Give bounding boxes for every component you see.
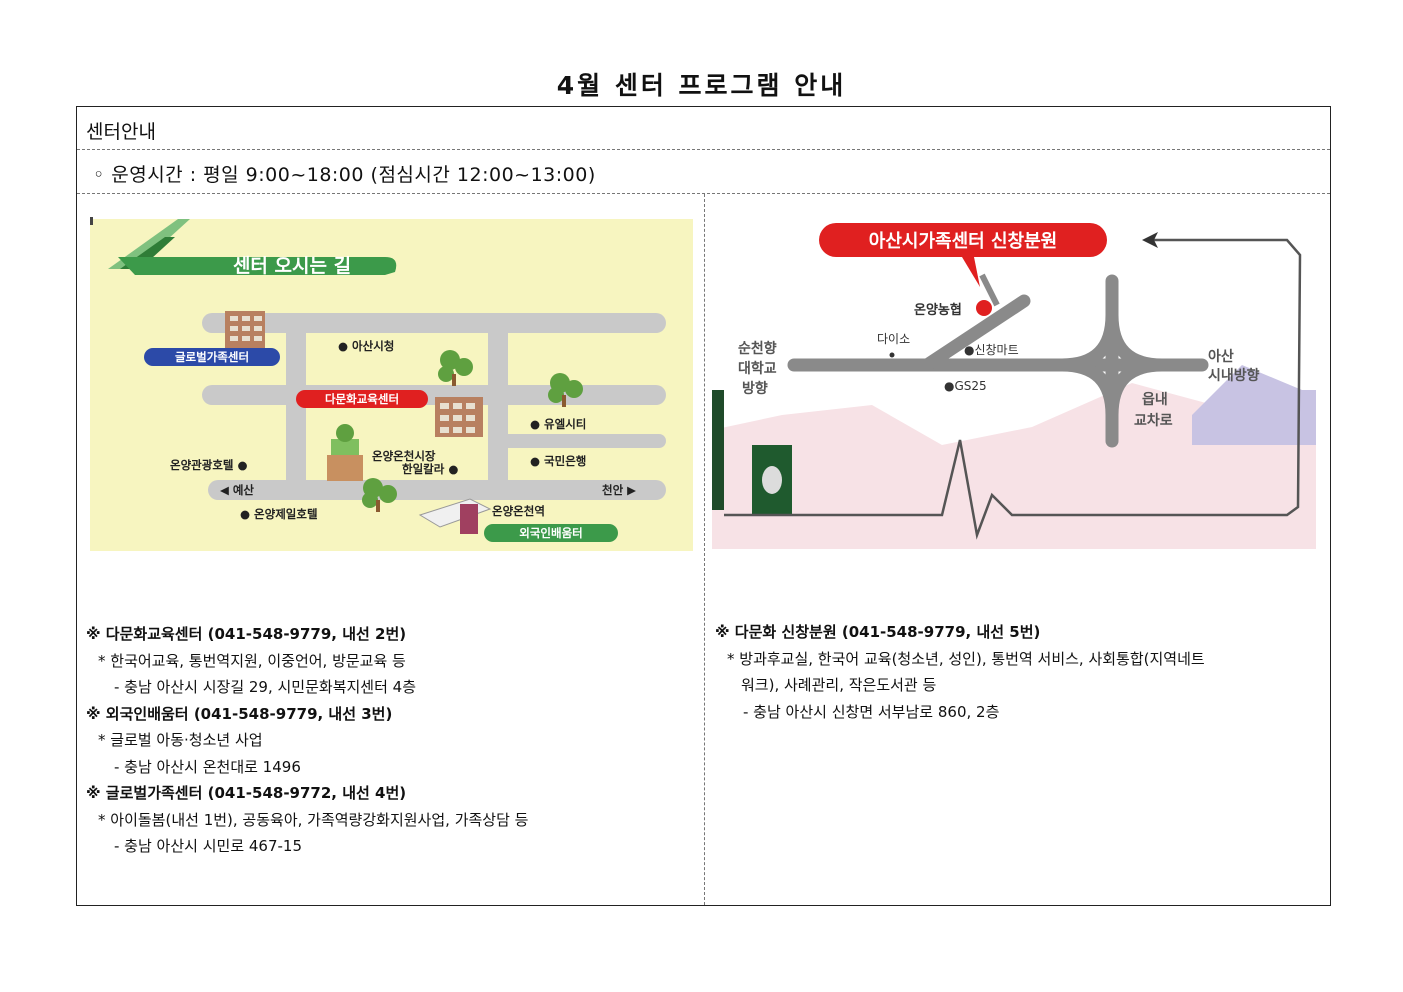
multicultural-center-heading: ※ 다문화교육센터 (041-548-9779, 내선 2번): [86, 625, 407, 643]
info-table: 센터안내 ◦ 운영시간 : 평일 9:00~18:00 (점심시간 12:00~…: [76, 106, 1331, 906]
map2-banner: 아산시가족센터 신창분원: [869, 231, 1057, 252]
map2-label-eup1: 읍내: [1142, 392, 1168, 408]
map1-label-multi: 다문화교육센터: [325, 392, 399, 406]
sinchang-branch-heading: ※ 다문화 신창분원 (041-548-9779, 내선 5번): [715, 623, 1041, 641]
map1-label-station: 온양온천역: [492, 504, 545, 518]
map1-label-uel: ● 유엘시티: [530, 417, 586, 431]
section-header-row: 센터안내: [77, 107, 1330, 150]
map2-label-sch2: 대학교: [738, 361, 777, 377]
map2-label-asan2: 시내방향: [1208, 367, 1260, 384]
map1-label-hotel1: 온양관광호텔 ●: [170, 458, 248, 472]
branch-map-image: 아산시가족센터 신창분원 온양농협 다이소 ●신창마트 ●GS25 순천향 대학…: [712, 215, 1316, 551]
map1-label-yesan: ◀ 예산: [220, 483, 254, 497]
map2-label-daiso: 다이소: [877, 332, 910, 346]
section-title: 센터안내: [86, 121, 156, 143]
map1-banner: 센터 오시는 길: [233, 255, 351, 277]
station-building-icon: [418, 498, 492, 534]
global-family-address: - 충남 아산시 시민로 467-15: [114, 837, 303, 855]
tree-icon: [438, 350, 473, 386]
map1-label-global: 글로벌가족센터: [175, 350, 249, 364]
map2-label-nh: 온양농협: [914, 302, 962, 318]
building-icon: [435, 397, 483, 437]
left-info-block: ※ 다문화교육센터 (041-548-9779, 내선 2번) * 한국어교육,…: [86, 621, 696, 860]
map2-label-sch1: 순천향: [738, 340, 777, 357]
map1-label-hotel2: ● 온양제일호텔: [240, 507, 318, 521]
page-title: 4월 센터 프로그램 안내: [556, 71, 847, 100]
foreign-learning-address: - 충남 아산시 온천대로 1496: [114, 757, 301, 776]
global-family-services: * 아이돌봄(내선 1번), 공동육아, 가족역량강화지원사업, 가족상담 등: [98, 810, 529, 829]
building-icon: [225, 311, 265, 349]
sinchang-branch-address: - 충남 아산시 신창면 서부남로 860, 2층: [743, 702, 1000, 721]
sinchang-branch-services-1: * 방과후교실, 한국어 교육(청소년, 성인), 통번역 서비스, 사회통합(…: [727, 649, 1205, 668]
tree-icon: [548, 373, 583, 407]
column-divider: [704, 194, 705, 905]
foreign-learning-heading: ※ 외국인배움터 (041-548-9779, 내선 3번): [86, 704, 393, 723]
map2-label-eup2: 교차로: [1134, 413, 1173, 429]
map1-label-market2: 한일칼라 ●: [402, 462, 458, 476]
map2-label-sch3: 방향: [742, 380, 768, 397]
map1-label-foreign: 외국인배움터: [519, 526, 582, 540]
market-building-icon: [327, 424, 363, 481]
hours-row: ◦ 운영시간 : 평일 9:00~18:00 (점심시간 12:00~13:00…: [77, 150, 1330, 194]
tree-icon: [362, 478, 397, 512]
multicultural-center-address: - 충남 아산시 시장길 29, 시민문화복지센터 4층: [114, 678, 417, 696]
operating-hours: ◦ 운영시간 : 평일 9:00~18:00 (점심시간 12:00~13:00…: [93, 164, 596, 186]
sinchang-branch-services-2: 워크), 사례관리, 작은도서관 등: [741, 676, 937, 694]
map1-label-market1: 온양온천시장: [372, 449, 436, 463]
directions-map-image: 센터 오시는 길: [90, 217, 693, 551]
multicultural-center-services: * 한국어교육, 통번역지원, 이중언어, 방문교육 등: [98, 651, 406, 670]
foreign-learning-services: * 글로벌 아동·청소년 사업: [98, 731, 263, 749]
map2-label-gs: ●GS25: [944, 379, 987, 393]
right-info-block: ※ 다문화 신창분원 (041-548-9779, 내선 5번) * 방과후교실…: [715, 619, 1327, 725]
global-family-heading: ※ 글로벌가족센터 (041-548-9772, 내선 4번): [86, 784, 407, 802]
map2-label-mart: ●신창마트: [964, 343, 1019, 357]
map1-label-cheonan: 천안 ▶: [602, 483, 636, 497]
location-pin-icon: [976, 300, 992, 316]
map2-label-asan1: 아산: [1208, 348, 1234, 365]
map1-label-cityhall: ● 아산시청: [338, 339, 394, 353]
map1-label-kb: ● 국민은행: [530, 454, 586, 468]
